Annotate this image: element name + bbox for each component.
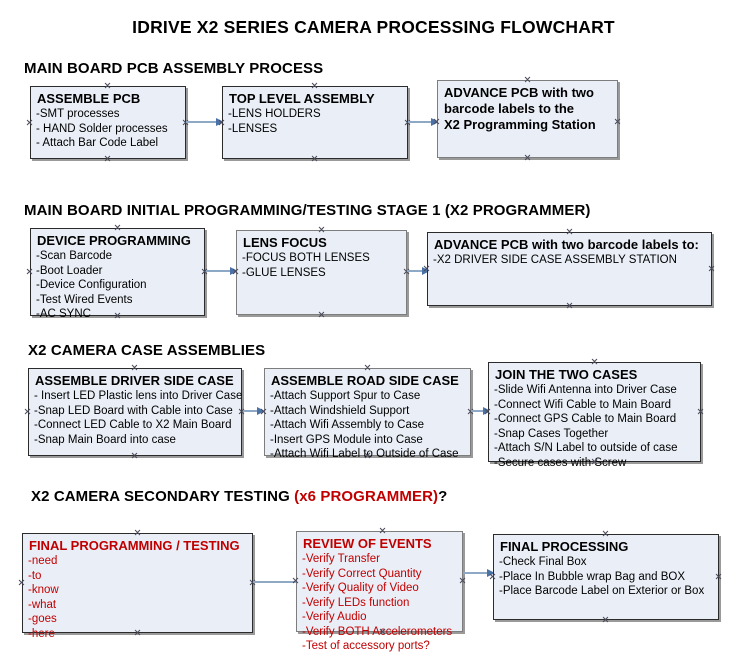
node-line: -Secure cases with Screw — [494, 456, 627, 469]
section-title-main-board-pcb-assembly-process: MAIN BOARD PCB ASSEMBLY PROCESS — [24, 60, 324, 77]
node-join-the-two-cases[interactable]: JOIN THE TWO CASES -Slide Wifi Antenna i… — [488, 362, 701, 469]
node-line: - HAND Solder processes — [36, 122, 168, 135]
section-title-x2-camera-secondary-testing: X2 CAMERA SECONDARY TESTING (x6 PROGRAMM… — [31, 488, 447, 505]
node-advance-pcb-to-driver-side-case-assembly[interactable]: ADVANCE PCB with two barcode labels to: … — [427, 232, 712, 306]
node-device-programming[interactable]: DEVICE PROGRAMMING -Scan Barcode -Boot L… — [30, 228, 205, 320]
node-line: -Attach S/N Label to outside of case — [494, 442, 678, 454]
node-line: -goes — [28, 613, 57, 625]
node-line: -Scan Barcode — [36, 250, 113, 262]
node-final-programming-testing[interactable]: FINAL PROGRAMMING / TESTING -need -to -k… — [22, 533, 253, 640]
node-line: -Attach Wifi Label to Outside of Case — [270, 448, 459, 460]
connector-lens-focus-to-advance-pcb — [407, 266, 432, 276]
node-line: -Device Configuration — [36, 279, 147, 291]
node-line: -what — [28, 598, 57, 611]
node-lens-focus[interactable]: LENS FOCUS -FOCUS BOTH LENSES -GLUE LENS… — [236, 230, 407, 315]
node-line: -Boot Loader — [36, 264, 103, 277]
node-top-level-assembly[interactable]: TOP LEVEL ASSEMBLY -LENS HOLDERS -LENSES — [222, 86, 408, 159]
node-line: -Verify Correct Quantity — [302, 567, 422, 580]
node-line: -Place Barcode Label on Exterior or Box — [499, 585, 705, 597]
node-line: -Verify BOTH Accelerometers — [302, 625, 453, 638]
node-line: - Insert LED Plastic lens into Driver Ca… — [34, 390, 243, 402]
node-line: -Verify Quality of Video — [302, 582, 419, 594]
node-line: -Place In Bubble wrap Bag and BOX — [499, 570, 686, 583]
page-title: IDRIVE X2 SERIES CAMERA PROCESSING FLOWC… — [132, 17, 615, 37]
node-line: -LENS HOLDERS — [228, 108, 321, 120]
node-line: barcode labels to the — [444, 101, 575, 116]
node-line: -Connect GPS Cable to Main Board — [494, 413, 677, 425]
node-line: -AC SYNC — [36, 308, 91, 320]
node-header: FINAL PROCESSING — [500, 539, 629, 554]
node-header: FINAL PROGRAMMING / TESTING — [29, 538, 240, 553]
node-line: -Attach Windshield Support — [270, 404, 410, 417]
node-line: -Attach Wifi Assembly to Case — [270, 419, 425, 431]
node-review-of-events[interactable]: REVIEW OF EVENTS -Verify Transfer -Verif… — [296, 531, 463, 652]
connector-road-side-to-join-cases — [471, 406, 493, 416]
node-line: -know — [28, 584, 59, 596]
node-line: -SMT processes — [36, 108, 120, 120]
node-line: -Connect LED Cable to X2 Main Board — [34, 419, 232, 431]
section-title-x2-camera-case-assemblies: X2 CAMERA CASE ASSEMBLIES — [28, 342, 266, 359]
node-header: JOIN THE TWO CASES — [495, 367, 638, 382]
section-title-highlight: (x6 PROGRAMMER) — [294, 488, 439, 505]
node-final-processing[interactable]: FINAL PROCESSING -Check Final Box -Place… — [493, 534, 719, 620]
node-line: -to — [28, 569, 42, 582]
connector-top-level-assembly-to-advance-pcb — [408, 117, 441, 127]
connector-review-of-events-to-final-processing — [463, 568, 497, 578]
node-header: ASSEMBLE ROAD SIDE CASE — [271, 373, 459, 388]
node-line: -Verify Transfer — [302, 553, 380, 565]
node-line: -Insert GPS Module into Case — [270, 433, 423, 446]
node-line-overflow: -Test of accessory ports? — [302, 640, 430, 652]
node-line: X2 Programming Station — [444, 117, 596, 132]
node-line: -Check Final Box — [499, 556, 587, 568]
node-assemble-pcb[interactable]: ASSEMBLE PCB -SMT processes - HAND Solde… — [30, 86, 186, 159]
node-line: -Snap LED Board with Cable into Case — [34, 404, 233, 417]
node-line: -LENSES — [228, 122, 278, 135]
node-header: REVIEW OF EVENTS — [303, 536, 432, 551]
node-line: -Verify LEDs function — [302, 596, 410, 609]
node-line: -here — [28, 627, 55, 640]
node-line: -Attach Support Spur to Case — [270, 390, 421, 402]
node-line: -Connect Wifi Cable to Main Board — [494, 398, 672, 411]
section-title-main-board-initial-programming: MAIN BOARD INITIAL PROGRAMMING/TESTING S… — [24, 202, 591, 219]
node-advance-pcb-to-x2-programming-station[interactable]: ADVANCE PCB with two barcode labels to t… — [437, 80, 618, 158]
node-line: -Snap Main Board into case — [34, 433, 176, 446]
node-assemble-road-side-case[interactable]: ASSEMBLE ROAD SIDE CASE -Attach Support … — [264, 368, 471, 460]
node-line: -Slide Wifi Antenna into Driver Case — [494, 384, 677, 396]
node-header: TOP LEVEL ASSEMBLY — [229, 91, 375, 106]
node-header: ASSEMBLE PCB — [37, 91, 141, 106]
node-line: -GLUE LENSES — [242, 266, 326, 279]
section-title-suffix: ? — [438, 488, 448, 505]
node-line: -Test Wired Events — [36, 293, 133, 306]
node-line: - Attach Bar Code Label — [36, 137, 159, 149]
node-header: DEVICE PROGRAMMING — [37, 233, 191, 248]
node-line: -X2 DRIVER SIDE CASE ASSEMBLY STATION — [433, 254, 677, 266]
node-line: -Snap Cases Together — [494, 427, 609, 440]
connector-final-programming-to-review-of-events — [253, 577, 298, 587]
node-line: -Verify Audio — [302, 611, 367, 623]
node-header: LENS FOCUS — [243, 235, 327, 250]
section-title-text: X2 CAMERA SECONDARY TESTING — [31, 488, 295, 505]
connector-driver-side-to-road-side — [243, 406, 268, 416]
node-header: ADVANCE PCB with two barcode labels to: — [434, 237, 699, 252]
node-header: ADVANCE PCB with two — [444, 85, 594, 100]
node-line: -need — [28, 555, 58, 567]
node-assemble-driver-side-case[interactable]: ASSEMBLE DRIVER SIDE CASE - Insert LED P… — [28, 368, 242, 456]
node-line: -FOCUS BOTH LENSES — [242, 252, 370, 264]
connector-device-programming-to-lens-focus — [206, 266, 240, 276]
node-header: ASSEMBLE DRIVER SIDE CASE — [35, 373, 234, 388]
connector-assemble-pcb-to-top-level-assembly — [186, 117, 226, 127]
